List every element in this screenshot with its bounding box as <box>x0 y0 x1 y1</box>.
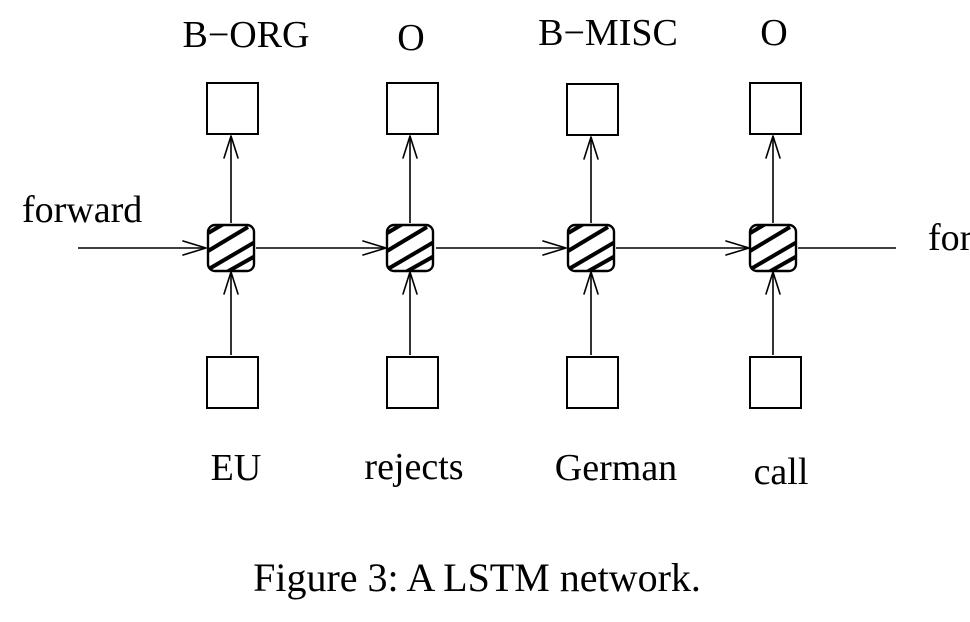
forward-connections <box>78 240 896 256</box>
figure-caption: Figure 3: A LSTM network. <box>253 555 701 600</box>
input-label-3: German <box>555 447 677 489</box>
output-box-1 <box>206 82 259 135</box>
lstm-cell-1 <box>198 219 268 281</box>
arrow-up-icon <box>583 136 599 160</box>
input-box-1 <box>206 356 259 409</box>
arrow-right-icon <box>542 240 567 256</box>
output-box-2 <box>386 82 439 135</box>
arrow-up-icon <box>765 135 781 159</box>
input-box-2 <box>386 356 439 409</box>
forward-label-left: forward <box>22 189 142 231</box>
input-box-4 <box>749 356 802 409</box>
lstm-cell-4 <box>740 219 810 281</box>
forward-label-right: for <box>928 217 970 259</box>
arrow-up-icon <box>223 135 239 159</box>
output-label-4: O <box>760 12 787 54</box>
output-connections <box>223 135 781 223</box>
input-label-1: EU <box>211 447 262 489</box>
arrow-right-icon <box>182 240 207 256</box>
lstm-cell-3 <box>558 219 628 281</box>
arrow-up-icon <box>402 135 418 159</box>
input-label-4: call <box>754 451 809 493</box>
input-box-3 <box>566 356 619 409</box>
output-label-3: B−MISC <box>538 12 678 54</box>
lstm-cell-2 <box>377 219 447 281</box>
output-box-4 <box>749 82 802 135</box>
output-box-3 <box>566 83 619 136</box>
input-label-2: rejects <box>364 446 463 488</box>
output-label-1: B−ORG <box>182 14 309 56</box>
input-connections <box>223 271 781 355</box>
output-label-2: O <box>397 17 424 59</box>
